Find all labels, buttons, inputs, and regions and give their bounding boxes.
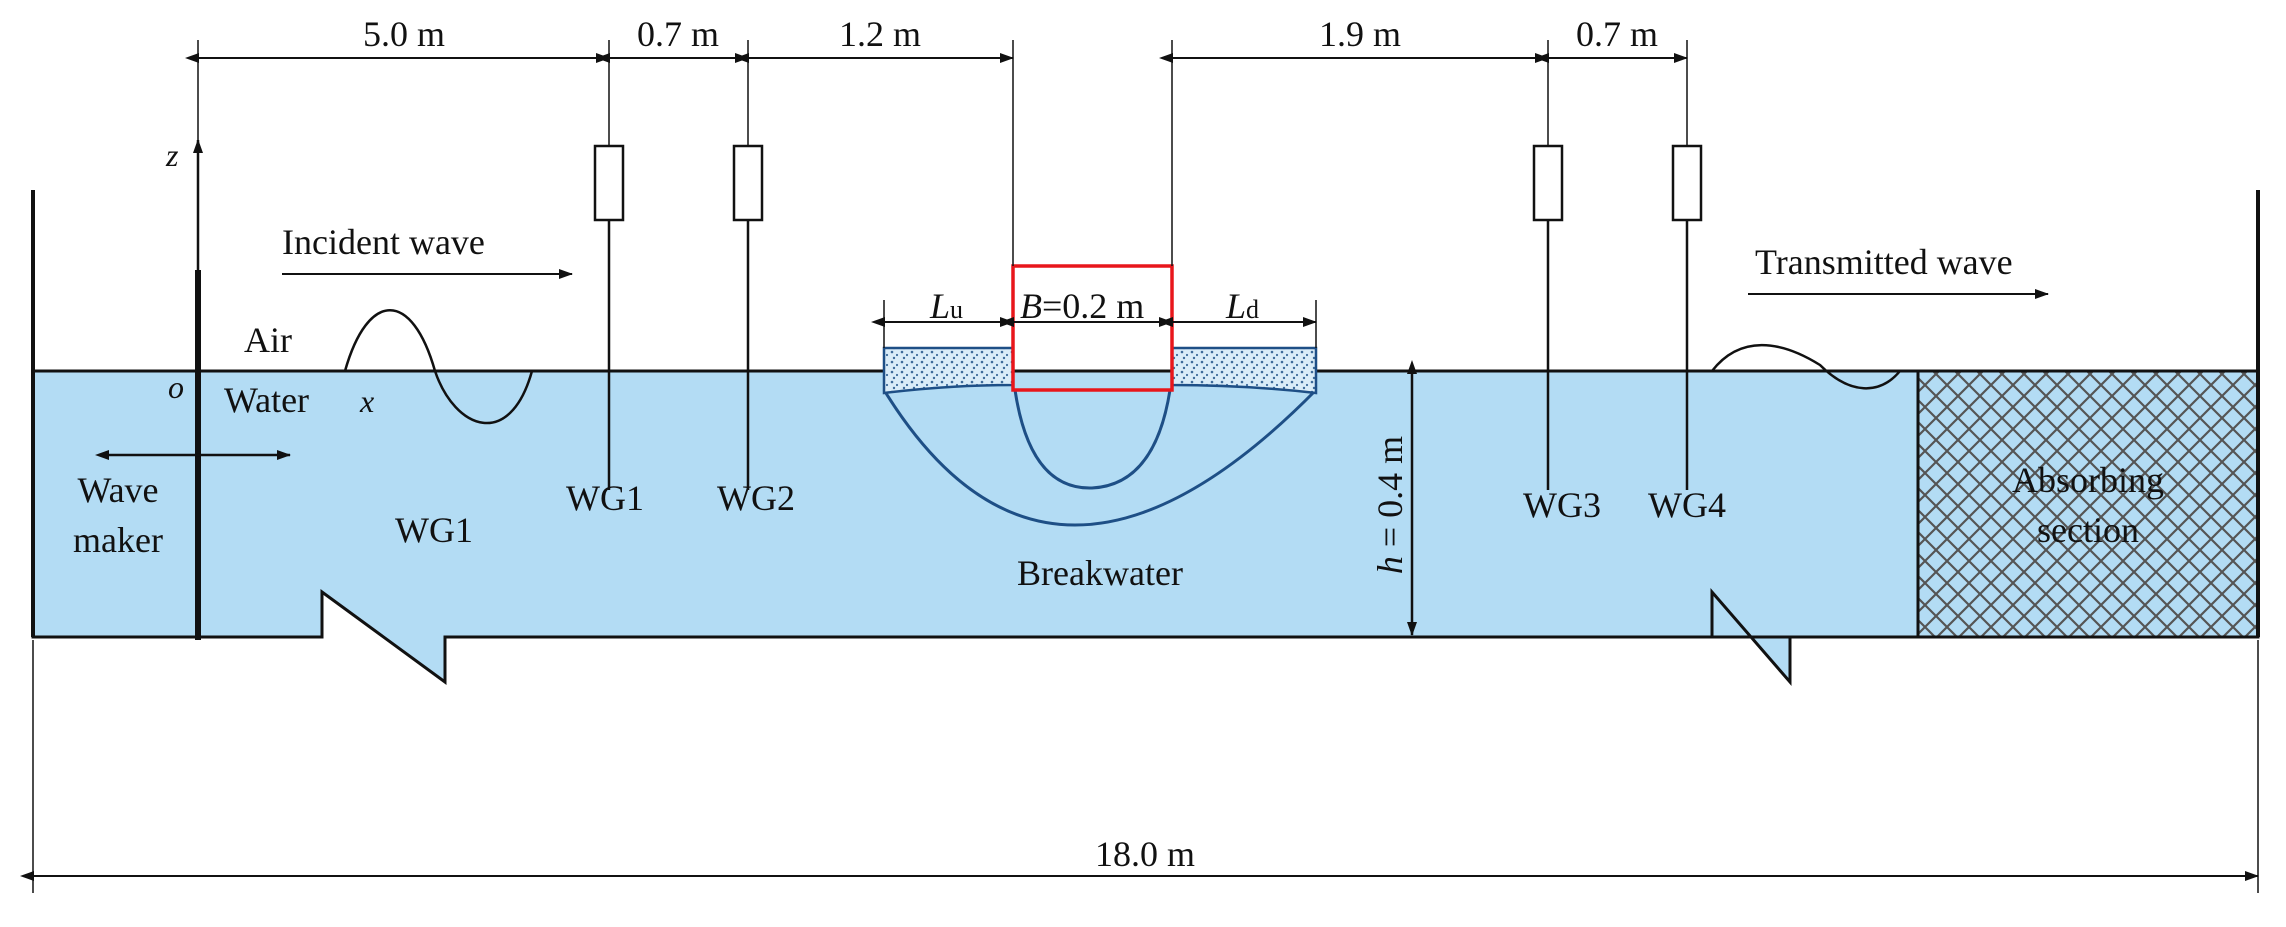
- wave-maker-label-line1: Wave: [77, 470, 158, 510]
- absorbing-label-line1: Absorbing: [2012, 460, 2164, 500]
- breakwater-outer-arc: [882, 388, 1318, 527]
- wave-gauge-wg4: WG4: [1648, 144, 1726, 525]
- wg1-label: WG1: [566, 478, 644, 518]
- transmitted-wave-label: Transmitted wave: [1755, 242, 2013, 282]
- downstream-porous-plate: [1170, 346, 1318, 395]
- transmitted-wave-curve: [1711, 343, 1901, 390]
- wg2-label: WG2: [717, 478, 795, 518]
- ld-label: Ld: [1225, 286, 1259, 326]
- origin-label: o: [168, 369, 184, 405]
- wg4-label: WG4: [1648, 485, 1726, 525]
- breakwater-box: [1011, 264, 1174, 392]
- depth-label: h = 0.4 m: [1370, 436, 1410, 574]
- dim-label-5: 0.7 m: [1576, 14, 1658, 54]
- breakwater-inner-arc: [1013, 389, 1172, 490]
- water-body: [31, 369, 1920, 687]
- water-label: Water: [224, 380, 309, 420]
- incident-wave-label: Incident wave: [282, 222, 485, 262]
- wave-gauge-wg1: WG1: [566, 144, 644, 518]
- wg3-label: WG3: [1523, 485, 1601, 525]
- dim-label-3: 1.2 m: [839, 14, 921, 54]
- lu-label: Lu: [929, 286, 963, 326]
- b-label: B=0.2 m: [1020, 286, 1144, 326]
- breakwater: Breakwater Lu B=0.2 m Ld: [871, 264, 1318, 593]
- wg1-tank-label: WG1: [395, 510, 473, 550]
- air-label: Air: [244, 320, 292, 360]
- depth-dimension: h = 0.4 m: [1370, 360, 1417, 636]
- tank-walls: [31, 190, 2260, 639]
- dim-label-1: 5.0 m: [363, 14, 445, 54]
- wave-gauge-wg2: WG2: [717, 144, 795, 518]
- x-axis-label: x: [359, 383, 374, 419]
- wave-maker-label-line2: maker: [73, 520, 163, 560]
- absorbing-label-line2: section: [2037, 510, 2139, 550]
- dim-label-2: 0.7 m: [637, 14, 719, 54]
- incident-wave: Incident wave: [282, 222, 573, 425]
- absorbing-section: Absorbing section: [1916, 369, 2260, 639]
- dim-label-4: 1.9 m: [1319, 14, 1401, 54]
- total-length-dimension: 18.0 m: [20, 640, 2259, 893]
- total-length-label: 18.0 m: [1095, 834, 1195, 874]
- upstream-porous-plate: [882, 346, 1015, 395]
- wave-maker: z o x Wave maker: [73, 137, 374, 640]
- z-axis-label: z: [165, 137, 179, 173]
- top-dimensions: 5.0 m 0.7 m 1.2 m 1.9 m 0.7 m: [185, 14, 1688, 266]
- wave-gauge-wg3: WG3: [1523, 144, 1601, 525]
- water-region: [31, 369, 1920, 687]
- incident-wave-curve: [343, 309, 534, 425]
- breakwater-label: Breakwater: [1017, 553, 1183, 593]
- transmitted-wave: Transmitted wave: [1711, 242, 2049, 390]
